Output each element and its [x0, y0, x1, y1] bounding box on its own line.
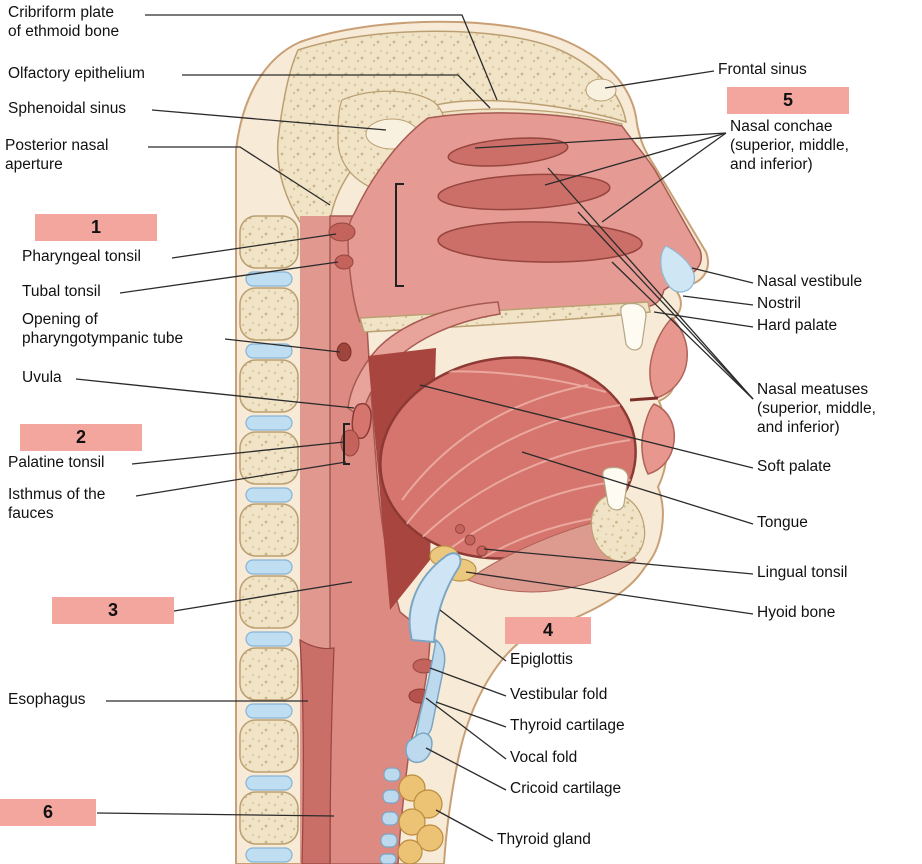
label-nasal-vestibule: Nasal vestibule — [757, 273, 863, 290]
label-epiglottis: Epiglottis — [510, 651, 573, 668]
label-frontal-sinus: Frontal sinus — [718, 61, 807, 78]
label-soft-palate: Soft palate — [757, 458, 832, 475]
label-nasal-meatuses: Nasal meatuses (superior, middle, and in… — [757, 381, 876, 436]
nasal-conchae-shapes — [437, 137, 643, 263]
tracheal-rings — [379, 767, 401, 864]
label-hard-palate: Hard palate — [757, 317, 838, 334]
label-tubal-tonsil: Tubal tonsil — [22, 283, 101, 300]
label-uvula: Uvula — [22, 369, 62, 386]
pharyngeal-tonsil-shape — [328, 222, 356, 242]
label-thyroid-cartilage: Thyroid cartilage — [510, 717, 625, 734]
label-nostril: Nostril — [757, 295, 801, 312]
label-tongue: Tongue — [757, 514, 808, 531]
palatine-tonsil-shape — [340, 429, 360, 457]
answer-box-5[interactable]: 5 — [727, 87, 849, 114]
leader-lines — [75, 14, 754, 842]
label-lingual-tonsil: Lingual tonsil — [757, 564, 848, 581]
label-nasal-conchae: Nasal conchae (superior, middle, and inf… — [730, 118, 849, 173]
label-opening-pharyngotympanic-tube: Opening of pharyngotympanic tube — [22, 311, 184, 347]
label-posterior-nasal-aperture: Posterior nasal aperture — [5, 137, 109, 173]
label-isthmus-of-the-fauces: Isthmus of the fauces — [8, 486, 106, 522]
answer-box-4[interactable]: 4 — [505, 617, 591, 644]
vertebral-column — [239, 215, 299, 863]
label-esophagus: Esophagus — [8, 691, 86, 708]
frontal-sinus-cavity — [585, 78, 617, 102]
uvula-shape — [351, 402, 372, 440]
cricoid-cartilage-shape — [405, 732, 433, 764]
label-sphenoidal-sinus: Sphenoidal sinus — [8, 100, 127, 117]
mouth-slit — [629, 396, 659, 402]
answer-box-6[interactable]: 6 — [0, 799, 96, 826]
thyroid-gland-shape — [397, 774, 444, 864]
answer-box-2[interactable]: 2 — [20, 424, 142, 451]
label-hyoid-bone: Hyoid bone — [757, 604, 836, 621]
epiglottis-shape — [408, 552, 462, 644]
label-thyroid-gland: Thyroid gland — [497, 831, 591, 848]
label-vocal-fold: Vocal fold — [510, 749, 578, 766]
lingual-tonsil-shape — [455, 524, 488, 557]
lower-tooth — [602, 466, 629, 511]
label-cricoid-cartilage: Cricoid cartilage — [510, 780, 622, 797]
label-cribriform-plate: Cribriform plate of ethmoid bone — [8, 4, 120, 40]
upper-tooth — [620, 302, 647, 351]
lower-lip — [641, 403, 676, 475]
label-olfactory-epithelium: Olfactory epithelium — [8, 65, 145, 82]
skull-bone — [276, 30, 627, 223]
esophagus-shape — [299, 638, 335, 864]
label-palatine-tonsil: Palatine tonsil — [8, 454, 105, 471]
answer-box-3[interactable]: 3 — [52, 597, 174, 624]
label-pharyngeal-tonsil: Pharyngeal tonsil — [22, 248, 141, 265]
label-vestibular-fold: Vestibular fold — [510, 686, 608, 703]
nasal-vestibule-shape — [660, 245, 695, 293]
reference-brackets — [343, 183, 404, 465]
answer-box-1[interactable]: 1 — [35, 214, 157, 241]
